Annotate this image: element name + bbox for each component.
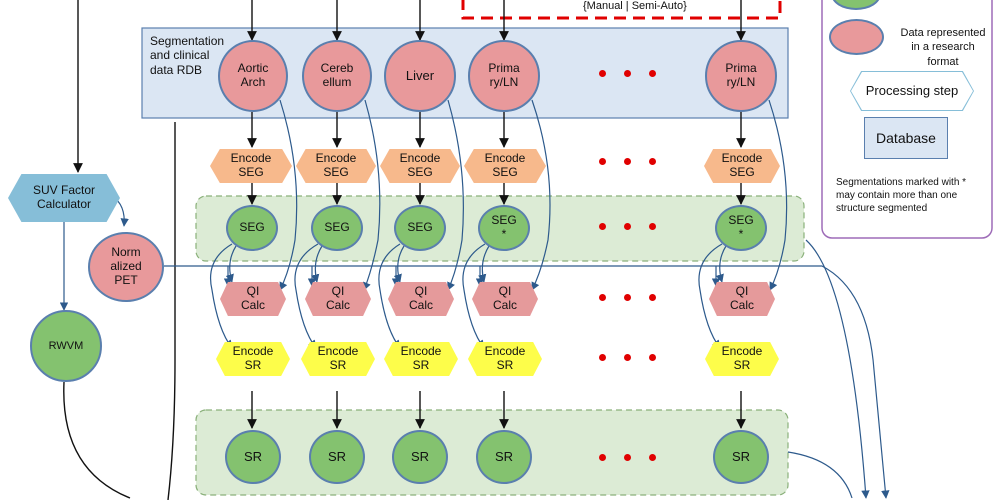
seg-4: SEG *: [478, 205, 530, 251]
structure-primary-ln-n: Prima ry/LN: [705, 40, 777, 112]
seg-2: SEG: [311, 205, 363, 251]
rdb-label: Segmentation and clinical data RDB: [150, 34, 225, 77]
legend-processing-step-label: Processing step: [851, 72, 973, 110]
normalized-pet: Norm alized PET: [88, 232, 164, 302]
sr-2: SR: [309, 430, 365, 484]
rwvm: RWVM: [30, 310, 102, 382]
encode-seg-2: Encode SEG: [296, 149, 376, 183]
dashed-red-box: [461, 0, 782, 20]
suv-factor-calculator: SUV Factor Calculator: [8, 174, 120, 222]
structure-primary-ln-1: Prima ry/LN: [468, 40, 540, 112]
encode-seg-3: Encode SEG: [380, 149, 460, 183]
qi-calc-4: QI Calc: [472, 282, 538, 316]
seg-1: SEG: [226, 205, 278, 251]
encode-seg-ellipsis: [599, 158, 656, 165]
encode-sr-1: Encode SR: [216, 342, 290, 376]
structure-aortic-arch: Aortic Arch: [218, 40, 288, 112]
encode-sr-n: Encode SR: [705, 342, 779, 376]
seg-ellipsis: [599, 223, 656, 230]
sr-4: SR: [476, 430, 532, 484]
legend-research-format-text: Data represented in a research format: [900, 27, 986, 68]
structure-liver: Liver: [384, 40, 456, 112]
encode-seg-1: Encode SEG: [210, 149, 292, 183]
legend-pink-circle: [829, 19, 884, 55]
qi-calc-3: QI Calc: [388, 282, 454, 316]
encode-sr-ellipsis: [599, 354, 656, 361]
sr-1: SR: [225, 430, 281, 484]
sr-n: SR: [713, 430, 769, 484]
sr-ellipsis: [599, 454, 656, 461]
structure-cerebellum: Cereb ellum: [302, 40, 372, 112]
legend-processing-step: Processing step: [850, 71, 974, 111]
encode-sr-2: Encode SR: [301, 342, 375, 376]
seg-3: SEG: [394, 205, 446, 251]
encode-seg-n: Encode SEG: [704, 149, 780, 183]
qi-calc-1: QI Calc: [220, 282, 286, 316]
encode-sr-4: Encode SR: [468, 342, 542, 376]
qi-calc-ellipsis: [599, 294, 656, 301]
encode-seg-4: Encode SEG: [464, 149, 546, 183]
encode-sr-3: Encode SR: [384, 342, 458, 376]
seg-n: SEG *: [715, 205, 767, 251]
sr-3: SR: [392, 430, 448, 484]
legend-note: Segmentations marked with * may contain …: [836, 177, 967, 214]
qi-calc-n: QI Calc: [709, 282, 775, 316]
legend-database: Database: [864, 117, 948, 159]
manual-semi-auto-label: {Manual | Semi-Auto}: [583, 0, 687, 12]
qi-calc-2: QI Calc: [305, 282, 371, 316]
structure-ellipsis: [599, 70, 656, 77]
